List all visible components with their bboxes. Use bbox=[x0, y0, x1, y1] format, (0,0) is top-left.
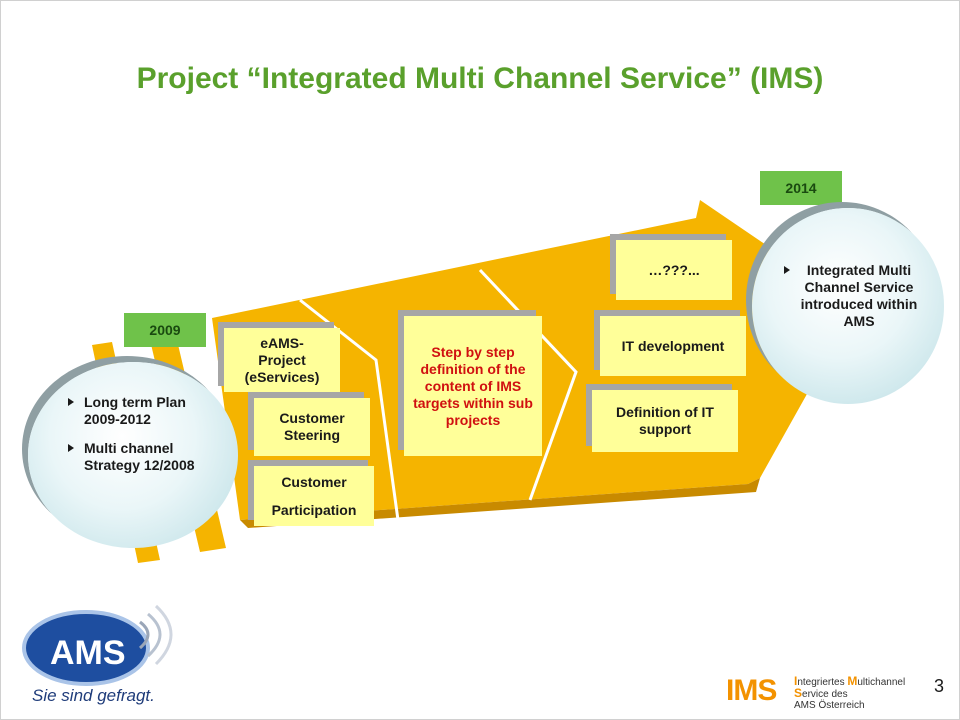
it-development-box: IT development bbox=[600, 316, 746, 376]
participation-line-2: Participation bbox=[271, 501, 357, 518]
it-support-line-1: Definition of IT bbox=[616, 404, 714, 420]
ams-logo: AMS bbox=[22, 604, 173, 686]
slide-title: Project “Integrated Multi Channel Servic… bbox=[136, 62, 824, 95]
year-start-label: 2009 bbox=[124, 313, 206, 347]
step-by-step-text: Step by step definition of the content o… bbox=[413, 343, 533, 428]
ams-logo-text: AMS bbox=[50, 634, 126, 672]
steering-line-2: Steering bbox=[283, 427, 340, 443]
end-item: Integrated Multi Channel Service introdu… bbox=[782, 262, 922, 330]
unknown-text: …???... bbox=[648, 261, 700, 278]
it-development-text: IT development bbox=[621, 337, 725, 354]
eams-line-3: (eServices) bbox=[244, 368, 320, 385]
eams-line-2: Project bbox=[258, 351, 306, 368]
eams-line-1: eAMS- bbox=[260, 334, 304, 351]
start-circle: Long term Plan 2009-2012 Multi channel S… bbox=[28, 362, 238, 548]
eams-project-box: eAMS- Project (eServices) bbox=[224, 328, 340, 392]
unknown-box: …???... bbox=[616, 240, 732, 300]
step-by-step-box: Step by step definition of the content o… bbox=[404, 316, 542, 456]
start-item-1: Long term Plan 2009-2012 bbox=[66, 394, 216, 428]
divider-1 bbox=[299, 298, 400, 521]
it-support-box: Definition of IT support bbox=[592, 390, 738, 452]
customer-steering-box: Customer Steering bbox=[254, 398, 370, 456]
customer-participation-box: Customer Participation bbox=[254, 466, 374, 526]
participation-line-1: Customer bbox=[281, 473, 347, 490]
ams-slogan: Sie sind gefragt. bbox=[32, 686, 155, 705]
end-circle: Integrated Multi Channel Service introdu… bbox=[752, 208, 944, 404]
page-number: 3 bbox=[933, 676, 944, 696]
ims-logo-text: IMS bbox=[726, 674, 777, 707]
divider-2 bbox=[478, 268, 578, 501]
year-end-label: 2014 bbox=[760, 171, 842, 205]
start-item-2: Multi channel Strategy 12/2008 bbox=[66, 440, 216, 474]
steering-line-1: Customer bbox=[279, 410, 345, 426]
it-support-line-2: support bbox=[638, 421, 692, 437]
ims-logo-subtitle: Integriertes Multichannel Service des AM… bbox=[794, 674, 906, 711]
